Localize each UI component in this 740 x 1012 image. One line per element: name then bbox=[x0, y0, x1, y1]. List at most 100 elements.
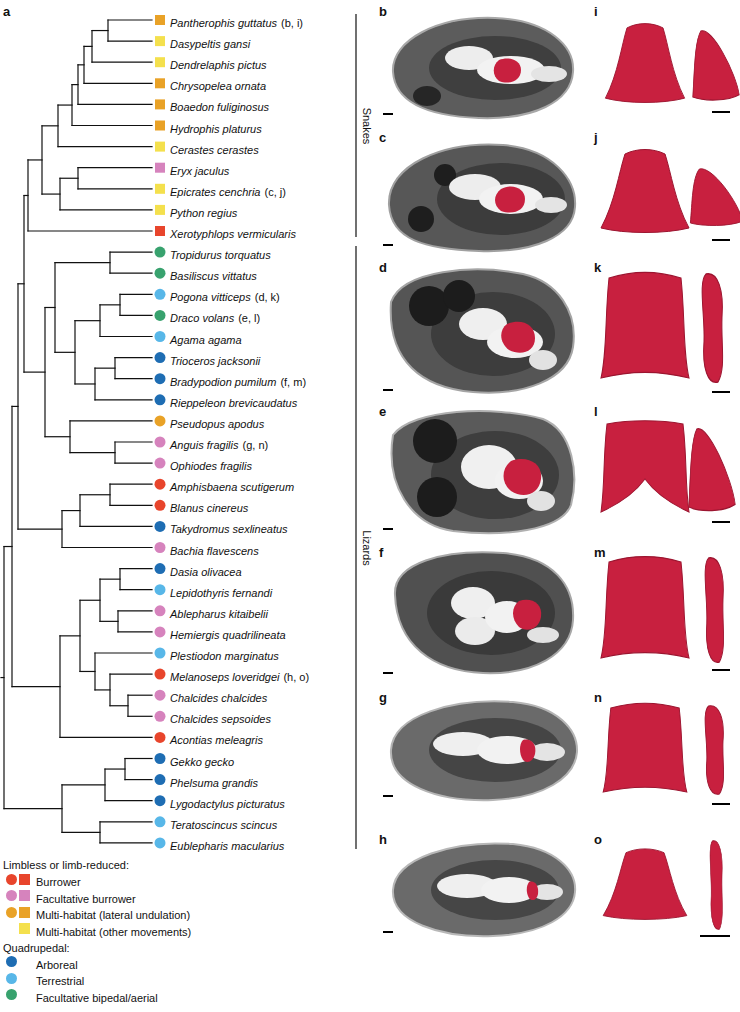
structure-front-view bbox=[603, 703, 687, 792]
square-marker bbox=[155, 142, 165, 152]
tip-marker bbox=[155, 226, 165, 236]
species-name: Epicrates cenchria bbox=[170, 185, 261, 199]
tree-branch bbox=[60, 178, 78, 179]
panel-reference: (b, i) bbox=[281, 16, 303, 30]
clade-bracket bbox=[355, 14, 356, 237]
tree-branch bbox=[110, 273, 152, 274]
circle-marker bbox=[155, 310, 166, 321]
tree-branch bbox=[12, 686, 60, 687]
legend-circle-swatch bbox=[6, 989, 17, 1000]
scale-bar bbox=[383, 528, 393, 530]
circle-marker bbox=[155, 479, 166, 490]
species-name: Chalcides chalcides bbox=[170, 691, 267, 705]
legend-text: Burrower bbox=[36, 875, 81, 889]
legend-circle-swatch bbox=[6, 874, 17, 885]
tree-branch bbox=[110, 484, 152, 485]
skull-outline bbox=[391, 701, 577, 800]
species-name: Melanoseps loveridgei bbox=[170, 670, 279, 684]
species-name: Lygodactylus picturatus bbox=[170, 797, 285, 811]
circle-marker bbox=[155, 795, 166, 806]
tip-marker bbox=[155, 816, 166, 827]
species-name: Gekko gecko bbox=[170, 755, 234, 769]
ct-render bbox=[383, 270, 574, 393]
tip-marker bbox=[155, 78, 165, 88]
scale-bar bbox=[383, 931, 393, 933]
brain bbox=[479, 184, 543, 214]
brain bbox=[531, 66, 567, 82]
tree-branch bbox=[78, 167, 152, 168]
circle-marker bbox=[155, 584, 166, 595]
species-name: Acontias meleagris bbox=[170, 733, 263, 747]
tree-branch bbox=[100, 821, 152, 822]
panel-letter: j bbox=[594, 130, 598, 146]
tree-branch bbox=[80, 494, 110, 495]
tree-branch bbox=[115, 357, 152, 358]
panel-letter: k bbox=[594, 260, 601, 276]
tree-branch bbox=[95, 368, 115, 369]
tree-branch bbox=[100, 304, 120, 305]
structure-side-view bbox=[705, 558, 723, 663]
panel-letter: h bbox=[379, 832, 387, 848]
tree-branch bbox=[12, 406, 18, 407]
tree-branch bbox=[55, 262, 110, 263]
tip-marker bbox=[155, 163, 165, 173]
species-name: Lepidothyris fernandi bbox=[170, 586, 272, 600]
tree-branch bbox=[75, 383, 95, 384]
panel-letter: i bbox=[594, 4, 598, 20]
panel-letter: b bbox=[379, 4, 387, 20]
red-structure bbox=[513, 600, 541, 630]
circle-marker bbox=[155, 774, 166, 785]
circle-marker bbox=[155, 816, 166, 827]
skull-outline bbox=[395, 552, 573, 673]
tree-branch bbox=[92, 62, 152, 63]
legend-square-swatch bbox=[19, 874, 30, 885]
panel-letter: a bbox=[3, 4, 10, 20]
structure-front-view bbox=[601, 272, 689, 378]
tip-marker bbox=[155, 121, 165, 131]
species-name: Python regius bbox=[170, 206, 237, 220]
ct-render bbox=[383, 843, 575, 936]
tip-marker bbox=[155, 394, 166, 405]
tree-branch bbox=[110, 705, 128, 706]
red-structure bbox=[504, 459, 542, 495]
tree-branch bbox=[95, 689, 110, 690]
skull-outline bbox=[393, 843, 575, 936]
ct-render bbox=[383, 701, 577, 800]
panel-letter: n bbox=[594, 690, 602, 706]
tree-branch bbox=[45, 436, 70, 437]
species-name: Bradypodion pumilum bbox=[170, 375, 276, 389]
tip-marker bbox=[155, 15, 165, 25]
scale-bar bbox=[383, 672, 393, 674]
circle-marker bbox=[155, 247, 166, 258]
tree-branch bbox=[110, 505, 152, 506]
panel-reference: (d, k) bbox=[255, 290, 280, 304]
tree-branch bbox=[110, 673, 152, 674]
tip-marker bbox=[155, 669, 166, 680]
tree-branch bbox=[128, 695, 152, 696]
tree-branch bbox=[62, 547, 152, 548]
circle-marker bbox=[155, 753, 166, 764]
tree-branch bbox=[100, 621, 118, 622]
tree-branch bbox=[4, 808, 62, 809]
tree-branch bbox=[100, 842, 152, 843]
tree-branch bbox=[60, 737, 152, 738]
circle-marker bbox=[155, 415, 166, 426]
panel-letter: f bbox=[379, 545, 383, 561]
tree-branch bbox=[4, 546, 12, 547]
tip-marker bbox=[155, 648, 166, 659]
tree-branch bbox=[84, 46, 92, 47]
structure-side-view bbox=[690, 169, 740, 226]
square-marker bbox=[155, 121, 165, 131]
legend-text: Facultative burrower bbox=[36, 892, 136, 906]
tree-branch bbox=[120, 589, 152, 590]
species-name: Teratoscincus scincus bbox=[170, 818, 277, 832]
species-name: Bachia flavescens bbox=[170, 544, 259, 558]
tip-marker bbox=[155, 837, 166, 848]
cranial-cavity bbox=[427, 571, 555, 655]
species-name: Hydrophis platurus bbox=[170, 122, 262, 136]
legend-heading: Quadrupedal: bbox=[3, 941, 70, 955]
tree-branch bbox=[78, 188, 152, 189]
eye bbox=[417, 477, 457, 517]
species-name: Cerastes cerastes bbox=[170, 143, 259, 157]
